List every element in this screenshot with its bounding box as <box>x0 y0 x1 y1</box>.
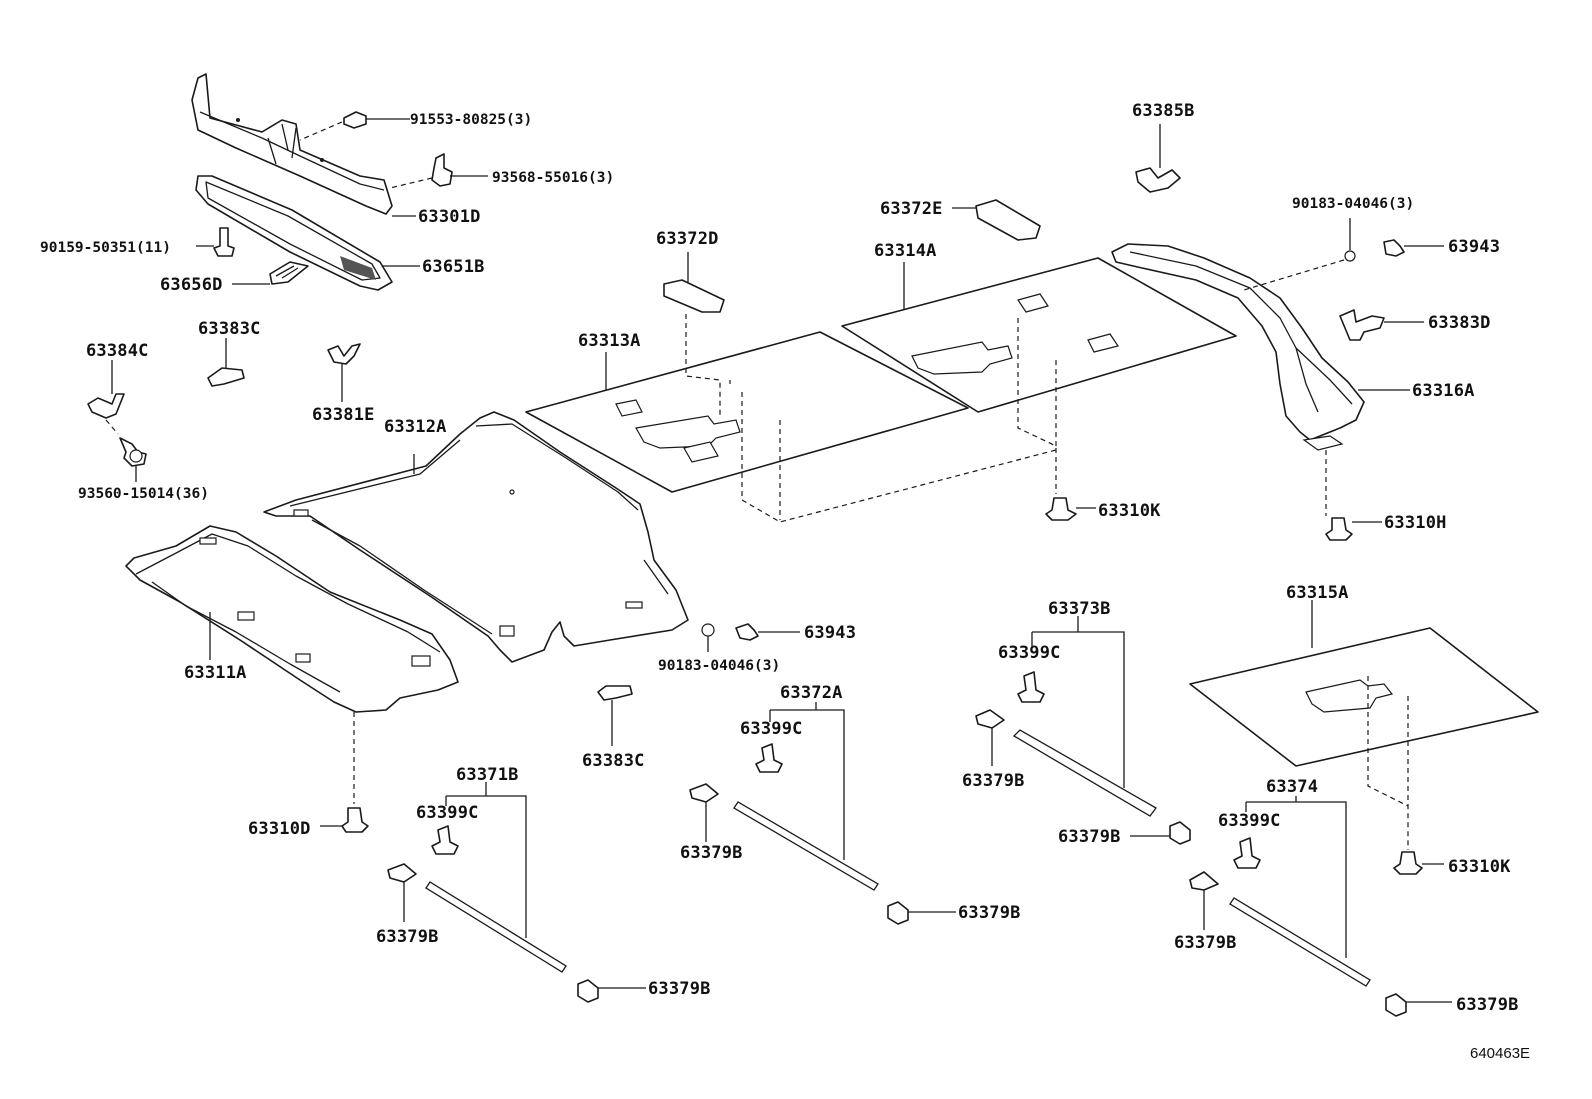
label-63399C-d: 63399C <box>1218 811 1281 831</box>
part-63372D-pad <box>663 252 731 418</box>
label-63314A: 63314A <box>874 241 937 261</box>
label-63316A: 63316A <box>1412 381 1475 401</box>
part-93568-screw <box>389 153 488 189</box>
label-63379B-3: 63379B <box>680 843 743 863</box>
label-63379B-1: 63379B <box>962 771 1025 791</box>
part-63310K-top-clip <box>1045 497 1096 521</box>
label-63374: 63374 <box>1266 777 1318 797</box>
part-63656D-bracket <box>232 261 309 285</box>
label-63315A: 63315A <box>1286 583 1349 603</box>
part-91553-clip <box>299 111 410 141</box>
part-90183-top-nut <box>1243 218 1356 291</box>
part-63315A-insulator-pad <box>1189 600 1539 767</box>
part-63651B-map-lamp <box>195 175 393 291</box>
part-63313A-insulator-pad <box>525 331 969 493</box>
part-93560-clip <box>119 437 147 482</box>
label-63310H: 63310H <box>1384 513 1447 533</box>
part-63372A-roof-rail-strip <box>689 702 956 925</box>
label-63310K-bottom: 63310K <box>1448 857 1511 877</box>
part-90183-mid-nut <box>701 623 715 652</box>
label-90183-04046-top: 90183-04046(3) <box>1292 196 1414 212</box>
part-63314A-insulator-pad <box>841 257 1237 413</box>
label-63383C-mid: 63383C <box>582 751 645 771</box>
part-63383C-top-clip <box>207 338 245 387</box>
part-63311A-headliner-rear <box>125 525 459 804</box>
label-63383C-top: 63383C <box>198 319 261 339</box>
label-63372A: 63372A <box>780 683 843 703</box>
label-93560-15014: 93560-15014(36) <box>78 486 209 502</box>
label-63313A: 63313A <box>578 331 641 351</box>
part-63312A-headliner-front <box>263 411 689 663</box>
part-63316A-rear-trim <box>1111 243 1410 516</box>
label-93568-55016: 93568-55016(3) <box>492 170 614 186</box>
label-63656D: 63656D <box>160 275 223 295</box>
label-63399C-a: 63399C <box>740 719 803 739</box>
diagram-code: 640463E <box>1470 1045 1530 1062</box>
part-63371B-roof-rail-strip <box>387 782 646 1003</box>
label-63943-top: 63943 <box>1448 237 1500 257</box>
label-63379B-4: 63379B <box>958 903 1021 923</box>
label-63312A: 63312A <box>384 417 447 437</box>
label-63379B-2: 63379B <box>1058 827 1121 847</box>
label-63399C-c: 63399C <box>416 803 479 823</box>
part-63943-mid-clip <box>735 623 800 641</box>
label-63384C: 63384C <box>86 341 149 361</box>
label-63373B: 63373B <box>1048 599 1111 619</box>
label-63381E: 63381E <box>312 405 375 425</box>
part-63310H-clip <box>1325 517 1382 541</box>
label-63310D: 63310D <box>248 819 311 839</box>
label-63943-mid: 63943 <box>804 623 856 643</box>
label-63651B: 63651B <box>422 257 485 277</box>
label-63379B-7: 63379B <box>1174 933 1237 953</box>
label-63372D: 63372D <box>656 229 719 249</box>
part-63373B-roof-rail-strip <box>975 616 1191 845</box>
part-90159-screw <box>196 227 235 257</box>
part-63943-top-clip <box>1383 239 1444 257</box>
label-63379B-8: 63379B <box>1456 995 1519 1015</box>
label-63379B-5: 63379B <box>376 927 439 947</box>
label-63301D: 63301D <box>418 207 481 227</box>
label-63371B: 63371B <box>456 765 519 785</box>
part-63310K-bottom-clip <box>1393 851 1444 875</box>
label-63385B: 63385B <box>1132 101 1195 121</box>
part-63372E-pad <box>952 199 1041 241</box>
label-63379B-6: 63379B <box>648 979 711 999</box>
label-63311A: 63311A <box>184 663 247 683</box>
part-63383D-bracket <box>1339 309 1424 341</box>
label-63399C-b: 63399C <box>998 643 1061 663</box>
label-90183-04046-mid: 90183-04046(3) <box>658 658 780 674</box>
label-63383D: 63383D <box>1428 313 1491 333</box>
label-90159-50351: 90159-50351(11) <box>40 240 171 256</box>
label-91553-80825: 91553-80825(3) <box>410 112 532 128</box>
part-63374-roof-rail-strip <box>1189 796 1452 1017</box>
part-63383C-mid-clip <box>597 685 633 746</box>
part-63385B-bracket <box>1135 124 1181 193</box>
label-63310K-top: 63310K <box>1098 501 1161 521</box>
part-63384C-bracket <box>87 360 125 435</box>
label-63372E: 63372E <box>880 199 943 219</box>
part-63381E-bracket <box>327 343 361 402</box>
part-63301D-roof-console <box>191 73 393 215</box>
part-63310D-clip <box>320 807 369 833</box>
